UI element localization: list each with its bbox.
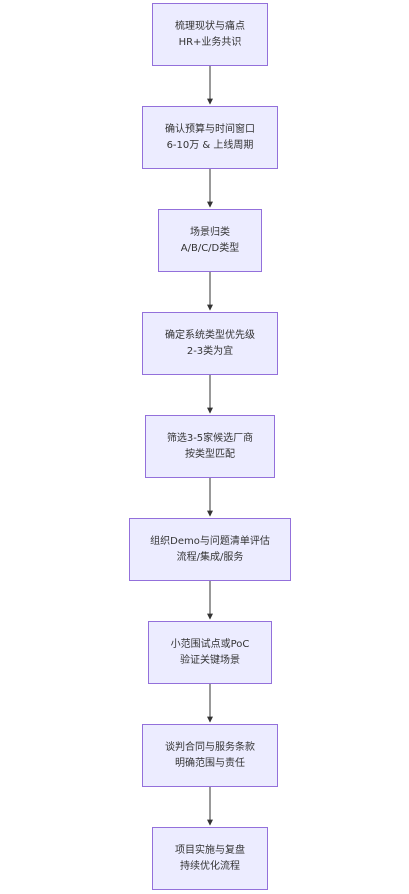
step-6-node: 组织Demo与问题清单评估 流程/集成/服务 bbox=[129, 518, 291, 581]
step-7-line1: 小范围试点或PoC bbox=[170, 638, 250, 650]
step-9-node: 项目实施与复盘 持续优化流程 bbox=[152, 827, 268, 890]
step-4-line2: 2-3类为宜 bbox=[186, 345, 234, 357]
step-4-node: 确定系统类型优先级 2-3类为宜 bbox=[142, 312, 278, 375]
step-1-node: 梳理现状与痛点 HR+业务共识 bbox=[152, 3, 268, 66]
step-3-line1: 场景归类 bbox=[190, 226, 230, 238]
step-4-line1: 确定系统类型优先级 bbox=[165, 329, 255, 341]
step-5-node: 筛选3-5家候选厂商 按类型匹配 bbox=[145, 415, 275, 478]
step-5-line1: 筛选3-5家候选厂商 bbox=[166, 432, 254, 444]
step-8-node: 谈判合同与服务条款 明确范围与责任 bbox=[142, 724, 278, 787]
step-9-line2: 持续优化流程 bbox=[180, 860, 240, 872]
step-3-line2: A/B/C/D类型 bbox=[180, 242, 240, 254]
step-7-node: 小范围试点或PoC 验证关键场景 bbox=[148, 621, 272, 684]
step-6-line2: 流程/集成/服务 bbox=[176, 551, 244, 563]
step-6-line1: 组织Demo与问题清单评估 bbox=[150, 535, 270, 547]
step-2-line2: 6-10万 & 上线周期 bbox=[166, 139, 254, 151]
step-1-line1: 梳理现状与痛点 bbox=[175, 20, 245, 32]
step-8-line1: 谈判合同与服务条款 bbox=[165, 741, 255, 753]
step-9-line1: 项目实施与复盘 bbox=[175, 844, 245, 856]
step-2-line1: 确认预算与时间窗口 bbox=[165, 123, 255, 135]
step-1-line2: HR+业务共识 bbox=[178, 36, 242, 48]
step-8-line2: 明确范围与责任 bbox=[175, 757, 245, 769]
step-7-line2: 验证关键场景 bbox=[180, 654, 240, 666]
step-2-node: 确认预算与时间窗口 6-10万 & 上线周期 bbox=[142, 106, 278, 169]
step-5-line2: 按类型匹配 bbox=[185, 448, 235, 460]
step-3-node: 场景归类 A/B/C/D类型 bbox=[158, 209, 262, 272]
